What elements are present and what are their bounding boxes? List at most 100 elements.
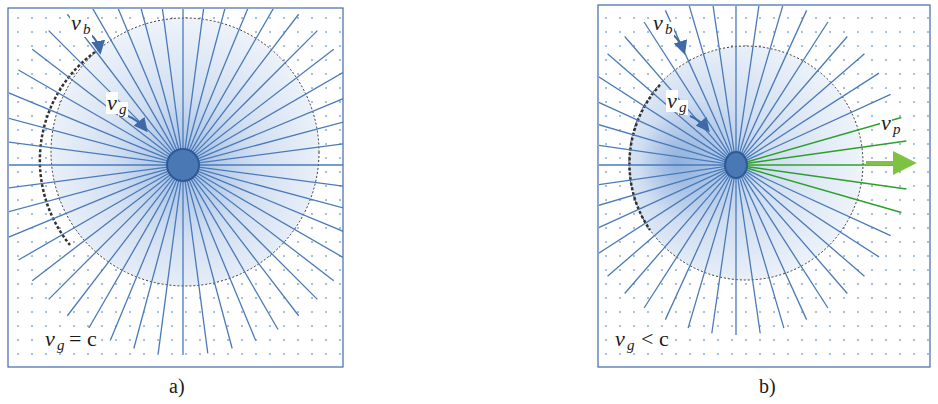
field-line <box>737 175 760 333</box>
subscript: g <box>678 100 688 115</box>
field-line <box>188 9 255 152</box>
field-line <box>599 168 726 213</box>
field-line <box>32 174 172 281</box>
field-line <box>599 164 726 165</box>
field-line <box>744 170 879 257</box>
field-line <box>740 174 806 320</box>
field-line <box>599 166 726 189</box>
field-line <box>185 9 208 151</box>
subscript: g <box>56 338 66 353</box>
field-line <box>735 175 736 335</box>
field-line <box>182 179 183 355</box>
field-line <box>9 170 170 237</box>
field-line <box>688 175 733 329</box>
field-line <box>110 9 177 152</box>
field-line <box>739 6 784 155</box>
field-line <box>88 177 176 329</box>
forward-line <box>746 118 902 163</box>
field-line <box>194 174 334 281</box>
field-line <box>110 178 177 341</box>
subscript: g <box>626 338 636 353</box>
subscript: b <box>664 22 674 37</box>
field-line <box>739 175 784 329</box>
field-line <box>735 6 736 155</box>
velocity-symbol: v <box>70 12 82 34</box>
field-line <box>158 179 181 353</box>
field-line <box>197 169 343 215</box>
field-line <box>188 178 255 341</box>
field-line <box>134 179 180 349</box>
field-line <box>18 172 170 260</box>
field-line <box>196 170 343 237</box>
field-line <box>192 176 299 316</box>
field-line <box>194 49 334 156</box>
forward-line <box>746 166 906 189</box>
field-line <box>49 175 173 299</box>
field-line <box>187 179 233 349</box>
panel-label: b) <box>758 376 777 396</box>
field-line <box>195 70 343 158</box>
field-line <box>185 179 208 353</box>
field-line <box>158 9 181 151</box>
field-line <box>196 92 343 159</box>
field-line <box>197 116 343 162</box>
field-line <box>625 173 730 294</box>
field-line <box>665 10 731 156</box>
panel-b <box>566 0 930 367</box>
forward-line <box>746 168 902 213</box>
subscript: g <box>118 102 128 117</box>
field-line <box>608 172 729 277</box>
field-line <box>744 73 879 160</box>
field-line <box>193 31 317 155</box>
field-line <box>744 54 865 159</box>
field-line <box>9 167 169 190</box>
field-line <box>9 169 169 215</box>
velocity-symbol: v <box>666 90 678 112</box>
field-line <box>740 10 806 156</box>
field-line <box>197 164 343 165</box>
field-line <box>599 170 728 257</box>
field-line <box>744 172 865 277</box>
field-line <box>644 173 731 308</box>
field-line <box>712 175 735 333</box>
field-line <box>743 173 848 294</box>
field-line <box>134 9 180 151</box>
field-line <box>18 70 170 158</box>
field-line <box>599 169 727 235</box>
field-line <box>9 116 169 162</box>
field-line <box>190 177 278 329</box>
velocity-symbol: v <box>44 328 56 350</box>
velocity-symbol: v <box>880 112 892 134</box>
velocity-symbol: v <box>106 92 118 114</box>
forward-line <box>746 141 906 164</box>
panel-label: a) <box>168 376 186 396</box>
field-line <box>608 54 729 159</box>
velocity-symbol: v <box>652 12 664 34</box>
field-line <box>67 176 174 316</box>
field-line <box>192 14 299 154</box>
field-line <box>665 174 731 320</box>
velocity-symbol: v <box>614 328 626 350</box>
field-line <box>741 173 828 308</box>
field-line <box>743 37 848 158</box>
relation: < c <box>640 328 670 350</box>
field-line <box>644 22 731 157</box>
field-line <box>599 73 728 160</box>
field-line <box>67 14 174 154</box>
field-line <box>32 49 172 156</box>
panel-a <box>0 0 373 367</box>
field-line <box>182 9 183 151</box>
field-line <box>712 6 735 155</box>
field-line <box>49 31 173 155</box>
field-line <box>193 175 317 299</box>
field-line <box>88 9 176 153</box>
field-line <box>197 140 343 163</box>
field-line <box>741 22 828 157</box>
relation: = c <box>68 328 98 350</box>
field-line <box>688 6 733 155</box>
field-line <box>9 92 170 159</box>
subscript: p <box>892 122 902 137</box>
subscript: b <box>82 22 92 37</box>
